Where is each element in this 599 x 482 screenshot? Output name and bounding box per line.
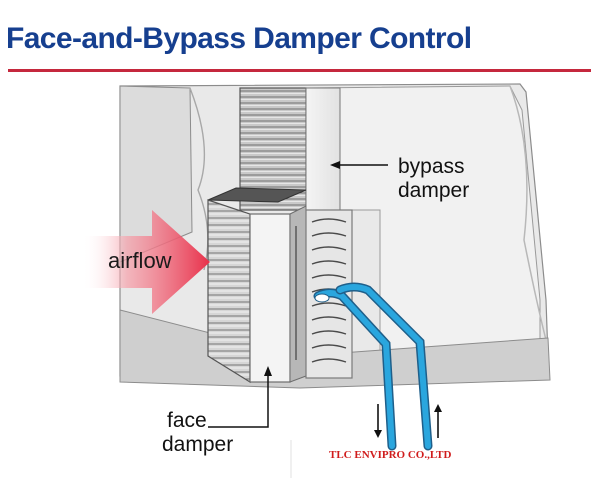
company-watermark: TLC ENVIPRO CO.,LTD (329, 449, 452, 461)
bypass-damper-label: bypass damper (398, 155, 469, 203)
title-underline (8, 69, 591, 72)
face-damper-label: face damper (162, 409, 233, 457)
bypass-leader (330, 161, 388, 169)
face-leader (208, 366, 272, 428)
bypass-label-line2: damper (398, 179, 470, 202)
face-label-line2: damper (162, 433, 234, 456)
airflow-label: airflow (108, 248, 172, 273)
coil-pipes (313, 282, 433, 451)
face-label-line1: face (167, 409, 207, 432)
bypass-label-line1: bypass (398, 155, 465, 178)
page-title: Face-and-Bypass Damper Control (6, 22, 472, 55)
face-damper-assembly (207, 187, 307, 384)
airflow-arrow (82, 210, 210, 314)
pipe-flow-arrows (374, 404, 442, 438)
